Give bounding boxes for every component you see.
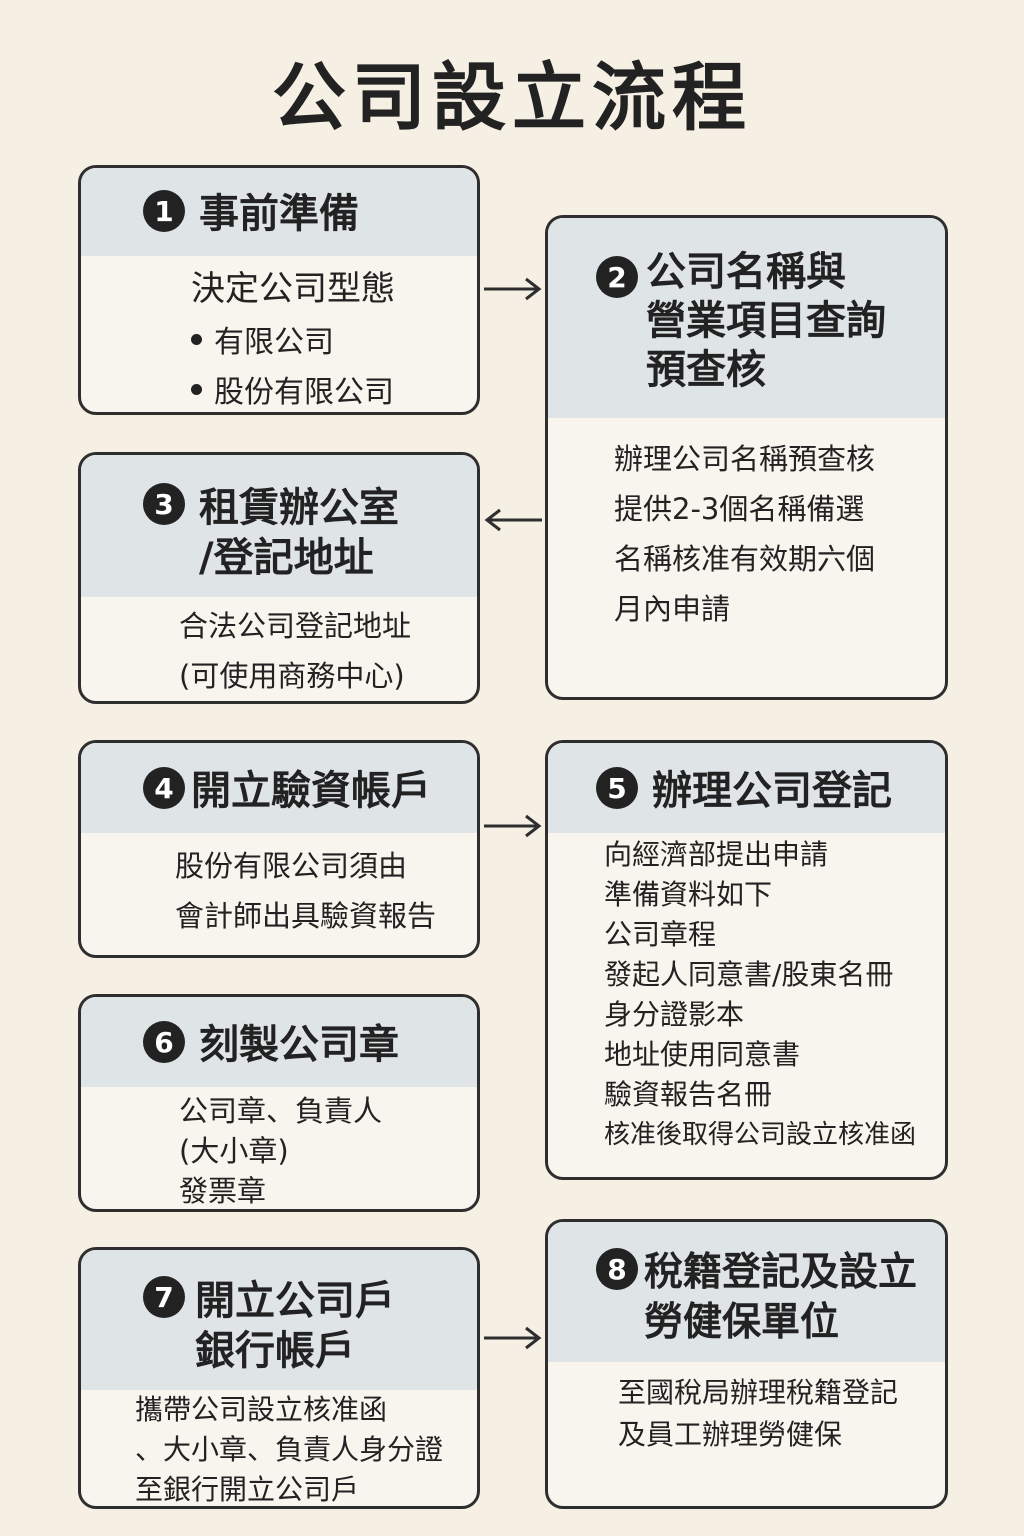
step-6-header: 6 刻製公司章 xyxy=(81,997,477,1087)
step-4-body-line: 會計師出具驗資報告 xyxy=(175,899,437,933)
step-3-title-line: /登記地址 xyxy=(199,535,374,581)
step-6-body-line: 發票章 xyxy=(179,1174,267,1208)
step-1-body-line: 決定公司型態 xyxy=(191,269,395,309)
step-2-body-line: 辦理公司名稱預查核 xyxy=(614,442,876,476)
step-4-number: 4 xyxy=(143,767,185,809)
step-2-title-line: 營業項目查詢 xyxy=(646,298,886,344)
step-1-number: 1 xyxy=(143,190,185,232)
step-4-body-line: 股份有限公司須由 xyxy=(175,849,408,883)
step-6-card: 6 刻製公司章 公司章、負責人 (大小章) 發票章 xyxy=(78,994,480,1212)
step-3-title-line: 租賃辦公室 xyxy=(199,485,399,531)
step-7-title-line: 開立公司戶 xyxy=(195,1278,395,1324)
step-6-body-line: 公司章、負責人 xyxy=(179,1094,383,1128)
step-5-body-line: 核准後取得公司設立核准函 xyxy=(604,1120,917,1150)
page-title: 公司設立流程 xyxy=(272,55,752,141)
step-7-title-line: 銀行帳戶 xyxy=(195,1328,355,1374)
step-2-title-line: 預查核 xyxy=(646,347,766,393)
step-1-bullet: 股份有限公司 xyxy=(191,364,477,412)
step-2-body-line: 月內申請 xyxy=(614,592,731,626)
step-5-body-line: 向經濟部提出申請 xyxy=(604,838,829,871)
step-3-number: 3 xyxy=(143,483,185,525)
step-5-body-line: 準備資料如下 xyxy=(604,878,773,911)
step-2-body-line: 名稱核准有效期六個 xyxy=(614,542,876,576)
step-5-body-line: 身分證影本 xyxy=(604,998,745,1031)
step-2-body-line: 提供2-3個名稱備選 xyxy=(614,492,865,526)
step-7-body-line: 攜帶公司設立核准函 xyxy=(135,1393,388,1426)
step-6-number: 6 xyxy=(143,1021,185,1063)
step-8-number: 8 xyxy=(596,1248,638,1290)
step-5-body-line: 地址使用同意書 xyxy=(604,1038,801,1071)
step-1-card: 1 事前準備 決定公司型態 有限公司 股份有限公司 xyxy=(78,165,480,415)
step-3-card: 3 租賃辦公室 /登記地址 合法公司登記地址 (可使用商務中心) xyxy=(78,452,480,704)
arrow-left-icon xyxy=(484,508,542,532)
step-2-number: 2 xyxy=(596,256,638,298)
step-5-body-line: 公司章程 xyxy=(604,918,717,951)
step-4-header: 4 開立驗資帳戶 xyxy=(81,743,477,833)
step-5-header: 5 辦理公司登記 xyxy=(548,743,945,833)
step-7-header: 7 開立公司戶 銀行帳戶 xyxy=(81,1250,477,1390)
step-3-header: 3 租賃辦公室 /登記地址 xyxy=(81,455,477,597)
step-8-body-line: 及員工辦理勞健保 xyxy=(618,1418,843,1451)
step-8-title-line: 勞健保單位 xyxy=(644,1300,840,1345)
step-5-number: 5 xyxy=(596,767,638,809)
step-6-title: 刻製公司章 xyxy=(199,1022,399,1068)
step-4-card: 4 開立驗資帳戶 股份有限公司須由 會計師出具驗資報告 xyxy=(78,740,480,958)
step-7-card: 7 開立公司戶 銀行帳戶 攜帶公司設立核准函 、大小章、負責人身分證 至銀行開立… xyxy=(78,1247,480,1509)
step-2-title-line: 公司名稱與 xyxy=(646,249,846,295)
step-5-card: 5 辦理公司登記 向經濟部提出申請 準備資料如下 公司章程 發起人同意書/股東名… xyxy=(545,740,948,1180)
arrow-right-icon xyxy=(484,814,542,838)
step-6-body-line: (大小章) xyxy=(179,1134,289,1168)
step-1-header: 1 事前準備 xyxy=(81,168,477,256)
step-1-title: 事前準備 xyxy=(199,191,359,237)
step-1-bullet: 有限公司 xyxy=(191,314,477,364)
step-7-number: 7 xyxy=(143,1276,185,1318)
step-7-body-line: 至銀行開立公司戶 xyxy=(135,1473,360,1506)
step-2-header: 2 公司名稱與 營業項目查詢 預查核 xyxy=(548,218,945,418)
step-5-body-line: 驗資報告名冊 xyxy=(604,1078,773,1111)
step-5-title: 辦理公司登記 xyxy=(652,768,892,814)
step-8-body-line: 至國稅局辦理稅籍登記 xyxy=(618,1376,899,1409)
bullet-icon xyxy=(191,333,202,345)
bullet-icon xyxy=(191,383,202,395)
step-8-title-line: 稅籍登記及設立 xyxy=(644,1250,918,1295)
step-8-card: 8 稅籍登記及設立 勞健保單位 至國稅局辦理稅籍登記 及員工辦理勞健保 xyxy=(545,1219,948,1509)
step-4-title: 開立驗資帳戶 xyxy=(191,768,431,814)
step-3-body-line: (可使用商務中心) xyxy=(179,659,405,693)
arrow-right-icon xyxy=(484,1326,542,1350)
step-7-body-line: 、大小章、負責人身分證 xyxy=(135,1433,444,1466)
step-3-body-line: 合法公司登記地址 xyxy=(179,609,412,643)
arrow-right-icon xyxy=(484,277,542,301)
step-2-card: 2 公司名稱與 營業項目查詢 預查核 辦理公司名稱預查核 提供2-3個名稱備選 … xyxy=(545,215,948,700)
step-8-header: 8 稅籍登記及設立 勞健保單位 xyxy=(548,1222,945,1362)
step-5-body-line: 發起人同意書/股東名冊 xyxy=(604,958,894,991)
